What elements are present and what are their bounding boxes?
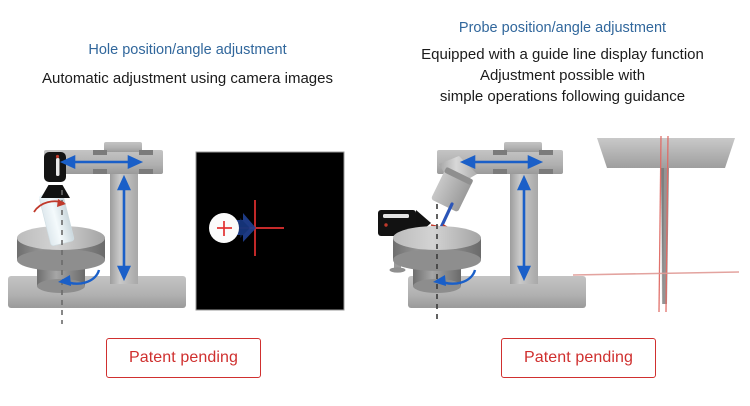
- right-diagram-stage: [375, 128, 750, 324]
- left-description-wrap: Automatic adjustment using camera images: [0, 68, 375, 89]
- right-description-line-3: simple operations following guidance: [439, 88, 686, 105]
- horizontal-traverse-arrow: [459, 154, 544, 170]
- table-edge-plate: [597, 138, 735, 168]
- right-description-wrap: Equipped with a guide line display funct…: [375, 44, 750, 107]
- right-subtitle-wrap: Probe position/angle adjustment: [375, 18, 750, 38]
- ring-light: [41, 185, 70, 198]
- left-subtitle-wrap: Hole position/angle adjustment: [0, 40, 375, 60]
- right-subtitle: Probe position/angle adjustment: [458, 20, 667, 36]
- hole-marker-circle: [209, 213, 239, 243]
- table-rotation-arrow: [58, 269, 101, 286]
- rotary-table: [17, 226, 105, 293]
- left-diagram-stage: [0, 128, 375, 324]
- hole-crosshair-red: [217, 221, 232, 236]
- patent-pending-label-left: Patent pending: [128, 349, 239, 366]
- probe-adjustment-diagram: [378, 135, 740, 324]
- camera-image-view: [195, 151, 345, 311]
- machine-base: [8, 276, 186, 308]
- left-subtitle: Hole position/angle adjustment: [88, 42, 287, 58]
- tilt-arrow: [33, 199, 66, 213]
- patent-pending-badge-right: Patent pending: [501, 338, 656, 378]
- vertical-guide-line-red: [658, 135, 669, 313]
- patent-pending-badge-left: Patent pending: [106, 338, 261, 378]
- hole-adjustment-diagram: [8, 142, 345, 324]
- horizontal-guide-line-red: [572, 271, 740, 276]
- vertical-traverse-arrow: [116, 174, 132, 282]
- camera-head: [44, 152, 66, 182]
- panel-hole-adjustment: Hole position/angle adjustment Automatic…: [0, 40, 375, 378]
- vertical-traverse-arrow: [516, 174, 532, 282]
- probe-holder: [431, 167, 473, 212]
- horizontal-traverse-arrow: [59, 154, 144, 170]
- table-rotation-arrow: [433, 269, 477, 286]
- left-description-line-1: Automatic adjustment using camera images: [42, 70, 333, 87]
- guide-line-view: [572, 135, 740, 313]
- right-description-line-1: Equipped with a guide line display funct…: [421, 46, 704, 63]
- panel-probe-adjustment: Probe position/angle adjustment Equipped…: [375, 0, 750, 406]
- right-description-line-2: Adjustment possible with: [479, 67, 646, 84]
- patent-pending-label-right: Patent pending: [523, 349, 634, 366]
